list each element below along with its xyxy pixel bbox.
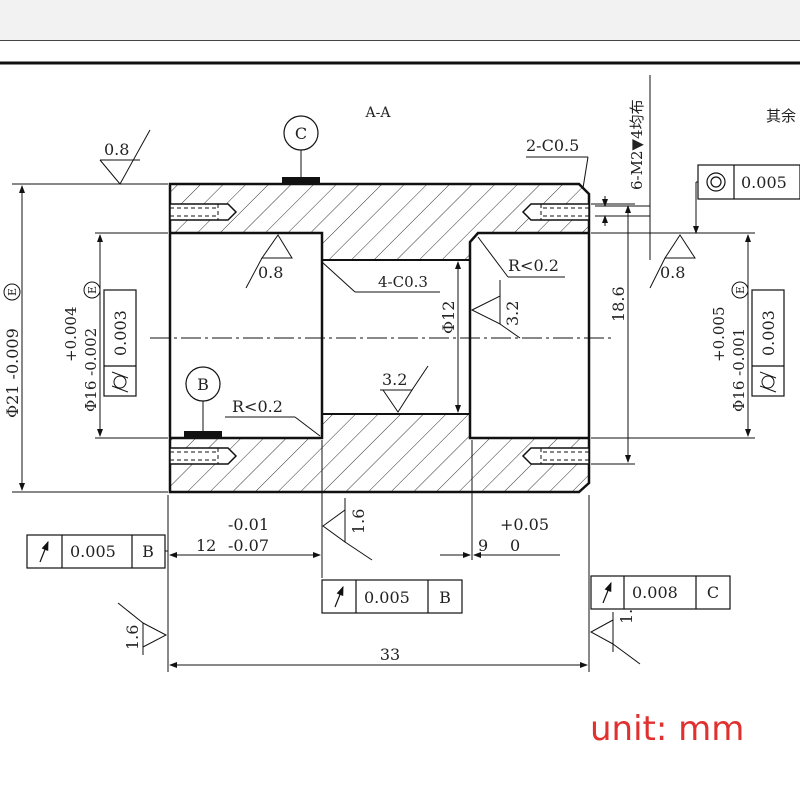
svg-text:0.003: 0.003 (111, 310, 130, 356)
svg-text:B: B (439, 588, 451, 607)
concentricity-frame: 0.005 (693, 164, 800, 234)
chamfer-inner-label: 4-C0.3 (321, 261, 440, 293)
svg-text:6-M2▼4均布: 6-M2▼4均布 (628, 99, 646, 190)
length-9-dimension: 9 +0.05 0 (440, 515, 560, 558)
section-label: A-A (365, 105, 392, 121)
svg-text:Φ12: Φ12 (439, 301, 458, 334)
svg-text:12: 12 (196, 536, 216, 555)
svg-text:+0.05: +0.05 (500, 515, 549, 534)
chamfer-outer-label: 2-C0.5 (526, 136, 589, 189)
svg-text:0.005: 0.005 (364, 588, 410, 607)
svg-text:R<0.2: R<0.2 (232, 397, 283, 416)
runout-frame-center: 0.005 B (321, 579, 463, 614)
corner-note: 其余 (766, 107, 796, 125)
svg-text:1.6: 1.6 (123, 625, 142, 650)
roughness-bore-left: 0.8 (245, 234, 293, 289)
svg-text:9: 9 (478, 536, 488, 555)
unit-note: unit: mm (590, 709, 744, 749)
extension-lines (167, 440, 590, 672)
svg-text:0.8: 0.8 (104, 140, 129, 159)
fillet-left-label: R<0.2 (225, 397, 321, 437)
runout-frame-left: 0.005 B (26, 534, 168, 569)
roughness-left-bottom: 1.6 (117, 602, 168, 655)
svg-text:-0.01: -0.01 (228, 515, 269, 534)
roughness-top-left: 0.8 (99, 129, 151, 185)
outer-diameter-dimension: Φ21 -0.009 E (3, 183, 168, 493)
fillet-right-label: R<0.2 (477, 236, 565, 278)
svg-text:R<0.2: R<0.2 (508, 256, 559, 275)
roughness-face-center: 1.6 (322, 498, 373, 561)
svg-text:B: B (142, 542, 154, 561)
svg-text:-0.07: -0.07 (228, 536, 269, 555)
runout-frame-right: 0.008 C (590, 575, 731, 610)
roughness-center-vertical: 3.2 (470, 280, 522, 339)
svg-text:33: 33 (380, 645, 400, 664)
svg-text:E: E (734, 286, 747, 294)
svg-text:E: E (86, 286, 99, 294)
svg-text:18.6: 18.6 (609, 286, 628, 322)
svg-text:0.008: 0.008 (632, 583, 678, 602)
right-bore-dimension: Φ16 -0.001 +0.005 E 0.003 (591, 232, 785, 439)
svg-text:Φ16 -0.001: Φ16 -0.001 (730, 328, 748, 412)
svg-text:4-C0.3: 4-C0.3 (378, 273, 428, 291)
datum-c: C (283, 115, 319, 177)
part-section (150, 177, 615, 494)
svg-text:0.005: 0.005 (70, 542, 116, 561)
svg-text:E: E (6, 288, 19, 296)
svg-text:C: C (707, 583, 719, 602)
svg-text:0.8: 0.8 (660, 263, 685, 282)
svg-text:3.2: 3.2 (503, 301, 522, 326)
left-bore-dimension: Φ16 -0.002 +0.004 E 0.003 (62, 232, 168, 439)
svg-text:0.005: 0.005 (741, 173, 787, 192)
svg-text:Φ16 -0.002: Φ16 -0.002 (82, 328, 100, 412)
center-bore-dimension: Φ12 (439, 261, 461, 413)
datum-b: B (185, 366, 221, 431)
svg-text:Φ21 -0.009: Φ21 -0.009 (3, 328, 22, 418)
svg-text:2-C0.5: 2-C0.5 (526, 136, 579, 155)
title-band (0, 0, 800, 41)
svg-text:B: B (197, 375, 209, 394)
length-12-dimension: 12 -0.01 -0.07 (169, 515, 321, 558)
svg-text:3.2: 3.2 (382, 370, 407, 389)
svg-text:0.003: 0.003 (759, 310, 778, 356)
roughness-center-bottom: 3.2 (380, 365, 429, 413)
height-18-6-dimension: 18.6 (591, 203, 635, 465)
svg-text:+0.005: +0.005 (710, 306, 728, 362)
roughness-bore-right: 0.8 (649, 234, 696, 289)
svg-text:1.6: 1.6 (349, 509, 368, 534)
svg-text:0.8: 0.8 (258, 263, 283, 282)
svg-text:0: 0 (510, 536, 520, 555)
svg-text:C: C (295, 124, 307, 143)
length-33-dimension: 33 (169, 645, 588, 668)
thread-note: 6-M2▼4均布 (595, 75, 651, 260)
svg-text:+0.004: +0.004 (62, 306, 80, 362)
